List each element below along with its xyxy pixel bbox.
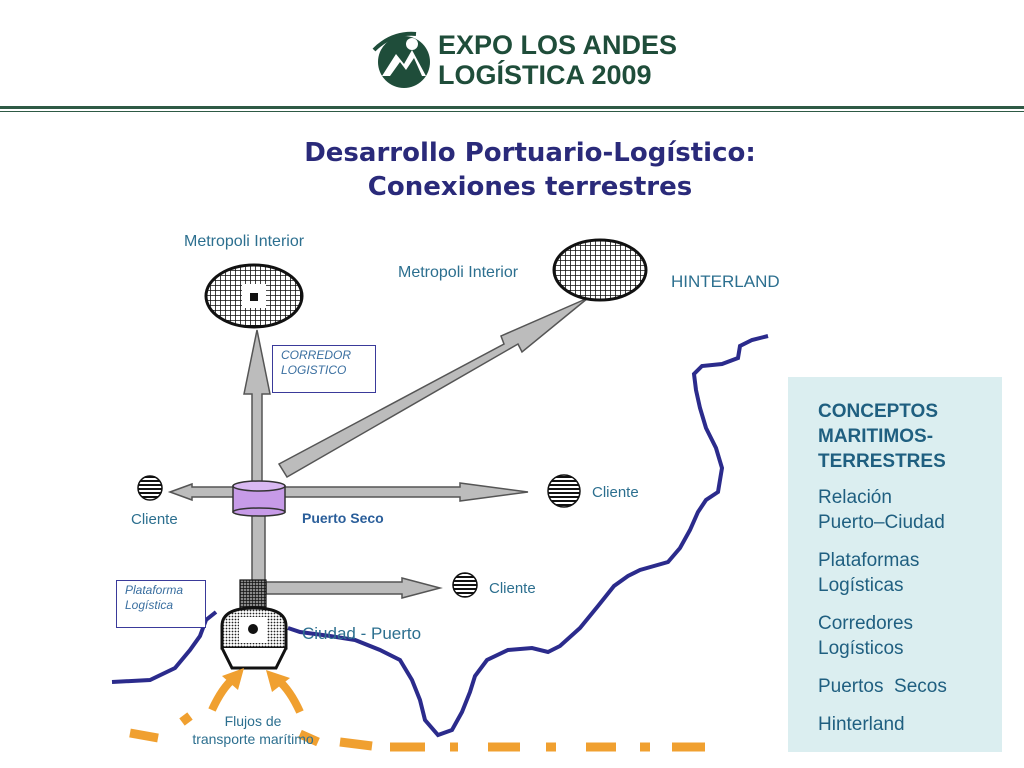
corredor-line-1: CORREDOR	[281, 348, 352, 362]
connector-puerto-seco-plataforma	[251, 513, 266, 583]
panel-item-corredores-line-1: Corredores	[818, 613, 914, 634]
panel-heading: CONCEPTOS MARITIMOS- TERRESTRES	[818, 399, 946, 474]
panel-item-plataformas-line-1: Plataformas	[818, 550, 920, 571]
panel-heading-line-3: TERRESTRES	[818, 451, 946, 472]
panel-item-hinterland: Hinterland	[818, 714, 905, 735]
panel-item-relacion-line-1: Relación	[818, 487, 892, 508]
title-line-1: Desarrollo Portuario-Logístico:	[304, 138, 756, 168]
panel-item-puertos-secos: Puertos Secos	[818, 676, 947, 697]
panel-item-corredores-line-2: Logísticos	[818, 638, 904, 659]
arrow-to-cliente-bottom	[265, 577, 443, 599]
logo-line-2: LOGÍSTICA 2009	[438, 60, 652, 90]
expo-logo: EXPO LOS ANDES LOGÍSTICA 2009	[372, 28, 677, 98]
header-rule-thin	[0, 111, 1024, 112]
cliente-bottom-icon	[452, 572, 478, 598]
concepts-panel: CONCEPTOS MARITIMOS- TERRESTRES Relación…	[788, 377, 1002, 752]
panel-item-relacion-line-2: Puerto–Ciudad	[818, 512, 945, 533]
plataforma-line-1: Plataforma	[125, 583, 184, 597]
label-puerto-seco: Puerto Seco	[302, 510, 384, 526]
box-plataforma-logistica: Plataforma Logística	[116, 580, 206, 628]
slide-title: Desarrollo Portuario-Logístico: Conexion…	[180, 136, 880, 204]
label-cliente-left: Cliente	[131, 511, 178, 528]
puerto-seco-cylinder-icon	[232, 480, 286, 517]
flujos-line-2: transporte marítimo	[192, 731, 314, 747]
box-corredor-logistico: CORREDOR LOGISTICO	[272, 345, 376, 393]
flujo-arrow-right-icon	[266, 670, 304, 714]
label-metropoli-right: Metropoli Interior	[398, 264, 519, 281]
panel-heading-line-1: CONCEPTOS	[818, 401, 939, 422]
flujos-line-1: Flujos de	[224, 713, 282, 729]
corredor-line-2: LOGISTICO	[281, 363, 347, 377]
cliente-left-icon	[137, 475, 163, 501]
label-ciudad-puerto: Ciudad - Puerto	[302, 624, 422, 643]
mountain-logo-icon	[372, 31, 430, 88]
panel-item-plataformas-line-2: Logísticas	[818, 575, 904, 596]
panel-item-relacion: Relación Puerto–Ciudad	[818, 485, 945, 535]
logo-line-1: EXPO LOS ANDES	[438, 30, 678, 60]
label-cliente-right: Cliente	[592, 484, 639, 501]
label-cliente-bottom: Cliente	[489, 580, 536, 597]
ciudad-puerto-icon	[220, 606, 288, 670]
title-line-2: Conexiones terrestres	[367, 172, 693, 202]
river-left	[111, 610, 218, 684]
label-hinterland: HINTERLAND	[671, 272, 780, 291]
panel-item-plataformas: Plataformas Logísticas	[818, 548, 919, 598]
panel-heading-line-2: MARITIMOS-	[818, 426, 934, 447]
plataforma-block-icon	[239, 579, 267, 609]
header-rule	[0, 106, 1024, 109]
arrow-horizontal-clientes	[167, 482, 529, 502]
flujo-arrow-left-icon	[208, 668, 244, 712]
sea-coastline-dashes	[129, 712, 705, 752]
metropoli-left-icon	[204, 263, 304, 329]
panel-item-corredores: Corredores Logísticos	[818, 611, 913, 661]
cliente-right-icon	[547, 474, 581, 508]
metropoli-right-icon	[552, 238, 648, 302]
river-main	[287, 334, 769, 738]
arrow-to-metropoli-right	[277, 297, 589, 479]
label-flujos: Flujos de transporte marítimo	[176, 712, 330, 748]
label-metropoli-left: Metropoli Interior	[184, 233, 305, 250]
arrow-to-metropoli-left	[243, 329, 271, 499]
plataforma-line-2: Logística	[125, 598, 174, 612]
